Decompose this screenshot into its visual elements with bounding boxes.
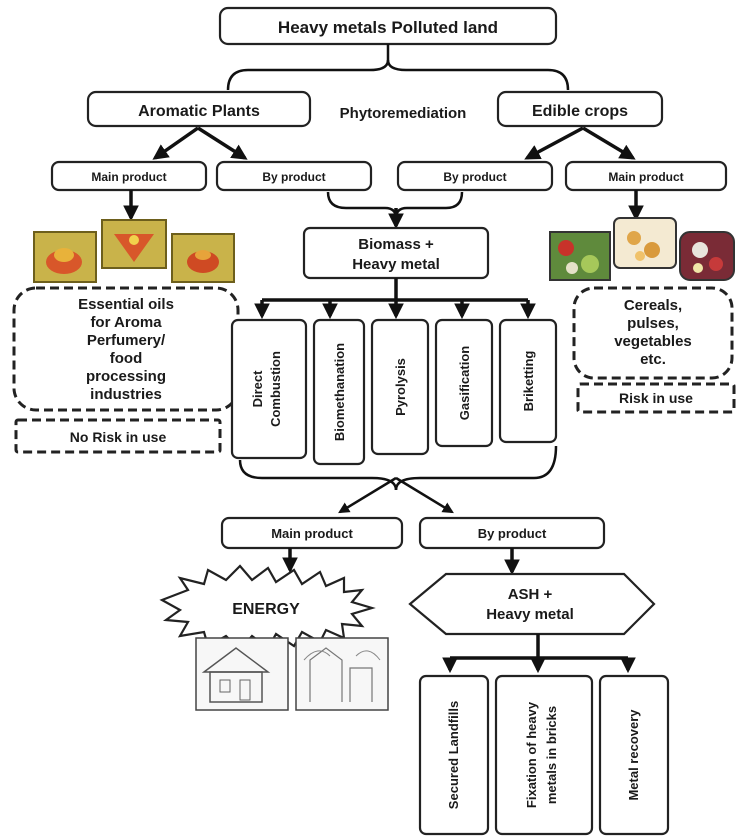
arrow-edible-by: [524, 126, 584, 160]
disposal-secured-landfills: Secured Landfills: [418, 674, 490, 836]
essential-oils-line-6: industries: [90, 386, 162, 403]
process-briketting: Briketting: [498, 318, 558, 444]
essential-oils-line-2: for Aroma: [90, 314, 162, 331]
outcome-main-label: Main product: [271, 526, 353, 541]
disposal-fixation-bricks: Fixation of heavy metals in bricks: [494, 674, 594, 836]
biomass-line-2: Heavy metal: [352, 256, 440, 273]
process-gasification: Gasification: [434, 318, 494, 448]
vegetable-photo: [549, 231, 611, 281]
biomass-line-1: Biomass +: [358, 236, 434, 253]
biomass-node: Biomass + Heavy metal: [302, 226, 490, 280]
cereal-photo: [613, 217, 677, 269]
house-sketch-2: [295, 637, 389, 711]
flower-photo-1: [33, 231, 97, 283]
cross-to-by: [395, 476, 454, 514]
edible-by-label: By product: [443, 170, 506, 184]
edible-main-label: Main product: [608, 170, 683, 184]
cereals-line-3: vegetables: [614, 333, 692, 350]
cross-to-main: [338, 476, 397, 514]
house-sketch-1: [195, 637, 289, 711]
process-5-line-1: Briketting: [521, 351, 536, 412]
energy-label: ENERGY: [232, 601, 300, 618]
aromatic-main-label: Main product: [91, 170, 166, 184]
aromatic-main-product: Main product: [50, 160, 208, 192]
process-pyrolysis: Pyrolysis: [370, 318, 430, 456]
edible-crops-label: Edible crops: [532, 103, 628, 120]
risk-label: Risk in use: [619, 390, 693, 406]
converge-left-connector: [238, 459, 398, 491]
brace-left-connector: [226, 44, 390, 91]
converge-right-connector: [394, 445, 558, 491]
process-3-line-1: Pyrolysis: [393, 358, 408, 416]
arrow-aromatic-main: [152, 126, 200, 160]
edible-main-product: Main product: [564, 160, 728, 192]
essential-oils-line-3: Perfumery/: [87, 332, 166, 349]
cereals-line-4: etc.: [640, 351, 666, 368]
cereals-line-2: pulses,: [627, 315, 679, 332]
process-4-line-1: Gasification: [457, 346, 472, 420]
risk-box: Risk in use: [576, 382, 736, 414]
ash-line-1: ASH +: [508, 586, 553, 603]
edible-crops-node: Edible crops: [496, 90, 664, 128]
brace-right-connector: [386, 59, 570, 91]
process-biomethanation: Biomethanation: [312, 318, 366, 466]
essential-oils-line-1: Essential oils: [78, 296, 174, 313]
no-risk-label: No Risk in use: [70, 429, 167, 445]
cereals-box: Cereals, pulses, vegetables etc.: [572, 286, 734, 380]
flower-photo-3: [171, 233, 235, 283]
essential-oils-line-4: food: [110, 350, 142, 367]
no-risk-box: No Risk in use: [14, 418, 222, 454]
essential-oils-line-5: processing: [86, 368, 166, 385]
essential-oils-box: Essential oils for Aroma Perfumery/ food…: [12, 286, 240, 412]
edible-by-product: By product: [396, 160, 554, 192]
disposal-2-line-2: metals in bricks: [544, 706, 559, 804]
outcome-main-product: Main product: [220, 516, 404, 550]
disposal-2-line-1: Fixation of heavy: [524, 701, 539, 808]
phytoremediation-label: Phytoremediation: [340, 105, 467, 122]
pulses-photo: [679, 231, 735, 281]
arrow-aromatic-by: [197, 126, 248, 160]
aromatic-plants-label: Aromatic Plants: [138, 103, 260, 120]
ash-line-2: Heavy metal: [486, 606, 574, 623]
disposal-1-line-1: Secured Landfills: [446, 701, 461, 809]
process-1-line-2: Combustion: [268, 351, 283, 427]
process-1-line-1: Direct: [250, 370, 265, 408]
arrow-edible-main: [582, 126, 636, 160]
disposal-3-line-1: Metal recovery: [626, 709, 641, 801]
aromatic-plants-node: Aromatic Plants: [86, 90, 312, 128]
aromatic-by-label: By product: [262, 170, 325, 184]
ash-node: ASH + Heavy metal: [408, 572, 656, 636]
flower-photo-2: [101, 219, 167, 269]
process-direct-combustion: Direct Combustion: [230, 318, 308, 460]
title-text: Heavy metals Polluted land: [278, 18, 498, 37]
disposal-metal-recovery: Metal recovery: [598, 674, 670, 836]
outcome-by-label: By product: [478, 526, 547, 541]
merge-right-connector: [394, 191, 464, 219]
merge-left-connector: [326, 191, 398, 219]
cereals-line-1: Cereals,: [624, 297, 682, 314]
title-node: Heavy metals Polluted land: [218, 6, 558, 46]
aromatic-by-product: By product: [215, 160, 373, 192]
outcome-by-product: By product: [418, 516, 606, 550]
process-2-line-1: Biomethanation: [332, 343, 347, 441]
